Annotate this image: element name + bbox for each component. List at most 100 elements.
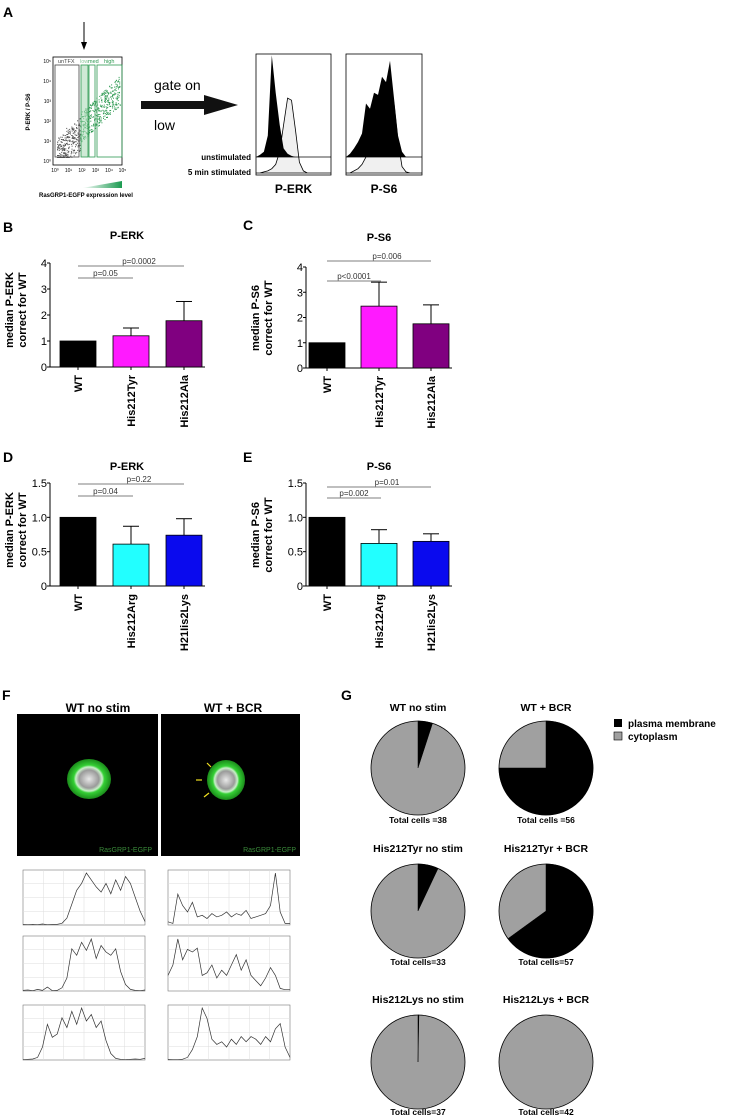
y-tick-label: 2 xyxy=(41,310,47,322)
pie-title: WT + BCR xyxy=(520,702,571,714)
scatter-point xyxy=(78,123,80,125)
y-tick-label: 4 xyxy=(297,262,303,274)
scatter-point xyxy=(57,147,59,149)
scatter-point xyxy=(110,87,112,89)
chart-title: P-S6 xyxy=(367,232,391,244)
scatter-point xyxy=(98,101,100,103)
scatter-point xyxy=(63,157,64,158)
scatter-point xyxy=(66,134,68,136)
scatter-point xyxy=(114,81,116,83)
pie-slice-plasma-membrane xyxy=(507,863,594,959)
bar-wt xyxy=(308,516,346,587)
scatter-point xyxy=(92,103,94,105)
legend-label-cytoplasm: cytoplasm xyxy=(628,732,678,743)
scatter-point xyxy=(116,85,118,87)
legend-stimulated: 5 min stimulated xyxy=(188,168,251,177)
scatter-point xyxy=(103,117,104,119)
scatter-point xyxy=(105,92,107,94)
scatter-point xyxy=(117,86,119,88)
scatter-point xyxy=(105,109,107,111)
scatter-point xyxy=(91,103,93,105)
scatter-point xyxy=(65,139,67,141)
scatter-point xyxy=(104,115,106,117)
scatter-point xyxy=(90,104,91,106)
scatter-point xyxy=(115,90,117,92)
scatter-point xyxy=(106,104,108,105)
p-value-label: p=0.22 xyxy=(127,475,152,484)
scatter-point xyxy=(88,128,89,130)
scatter-point xyxy=(102,109,104,111)
scatter-point xyxy=(74,152,76,154)
scatter-point xyxy=(71,130,73,132)
profile-line xyxy=(22,872,146,926)
bar-his212arg xyxy=(360,543,398,587)
pie-total-cells: Total cells =56 xyxy=(517,815,575,825)
scatter-point xyxy=(77,139,79,141)
scatter-point xyxy=(63,147,65,149)
scatter-point xyxy=(106,110,108,112)
scatter-point xyxy=(64,154,66,156)
p-value-label: p=0.006 xyxy=(372,252,402,261)
scatter-point xyxy=(90,120,92,122)
scatter-point xyxy=(63,157,65,158)
scatter-point xyxy=(108,99,110,101)
scatter-point xyxy=(98,123,100,125)
scatter-point xyxy=(119,91,120,93)
scatter-point xyxy=(104,97,106,99)
intensity-profile-plot xyxy=(22,935,146,992)
image-title-wt-no-stim: WT no stim xyxy=(66,701,131,715)
p-value-label: p<0.0001 xyxy=(337,272,371,281)
scatter-point xyxy=(79,133,81,135)
scatter-point xyxy=(79,138,81,140)
bar-his212ala xyxy=(412,323,450,369)
scatter-point xyxy=(98,114,100,116)
scatter-point xyxy=(89,111,90,112)
scatter-point xyxy=(74,131,76,133)
scatter-point xyxy=(110,91,112,93)
scatter-point xyxy=(93,111,95,112)
scatter-point xyxy=(109,112,111,114)
y-tick-label: 3 xyxy=(297,287,303,299)
scatter-point xyxy=(62,147,64,149)
scatter-point xyxy=(93,102,94,104)
scatter-point xyxy=(67,152,69,154)
scatter-point xyxy=(90,129,92,131)
scatter-point xyxy=(106,111,108,113)
scatter-point xyxy=(101,122,103,124)
pie-slice-cytoplasm xyxy=(498,1014,594,1110)
scatter-point xyxy=(68,157,70,158)
scatter-point xyxy=(58,149,60,151)
gate-on-text: gate on xyxy=(154,77,201,93)
scatter-point xyxy=(98,121,100,123)
scatter-point xyxy=(62,155,64,157)
gate-label-high: high xyxy=(104,59,114,65)
scatter-point xyxy=(95,102,97,104)
pie-slice-plasma-membrane xyxy=(417,720,433,769)
scatter-point xyxy=(61,141,63,143)
scatter-point xyxy=(66,127,68,129)
bar-his212arg xyxy=(112,543,150,587)
scatter-point xyxy=(97,116,99,118)
scatter-point xyxy=(71,126,73,128)
scatter-point xyxy=(76,127,78,129)
image-caption-left: RasGRP1-EGFP xyxy=(99,847,152,854)
scatter-point xyxy=(91,131,92,132)
scatter-y-axis-label: P-ERK / P-S6 xyxy=(26,93,32,131)
scatter-point xyxy=(109,110,111,112)
scatter-point xyxy=(95,118,97,120)
scatter-point xyxy=(69,140,71,142)
scatter-point xyxy=(73,128,75,130)
scatter-point xyxy=(71,128,73,130)
scatter-point xyxy=(72,143,74,145)
scatter-point xyxy=(68,147,70,149)
scatter-point xyxy=(77,140,79,142)
scatter-point xyxy=(77,132,79,134)
intensity-profiles xyxy=(22,869,291,1061)
y-tick-label: 0 xyxy=(297,581,303,593)
scatter-point xyxy=(110,110,112,111)
pie-slice-plasma-membrane xyxy=(417,1014,420,1063)
